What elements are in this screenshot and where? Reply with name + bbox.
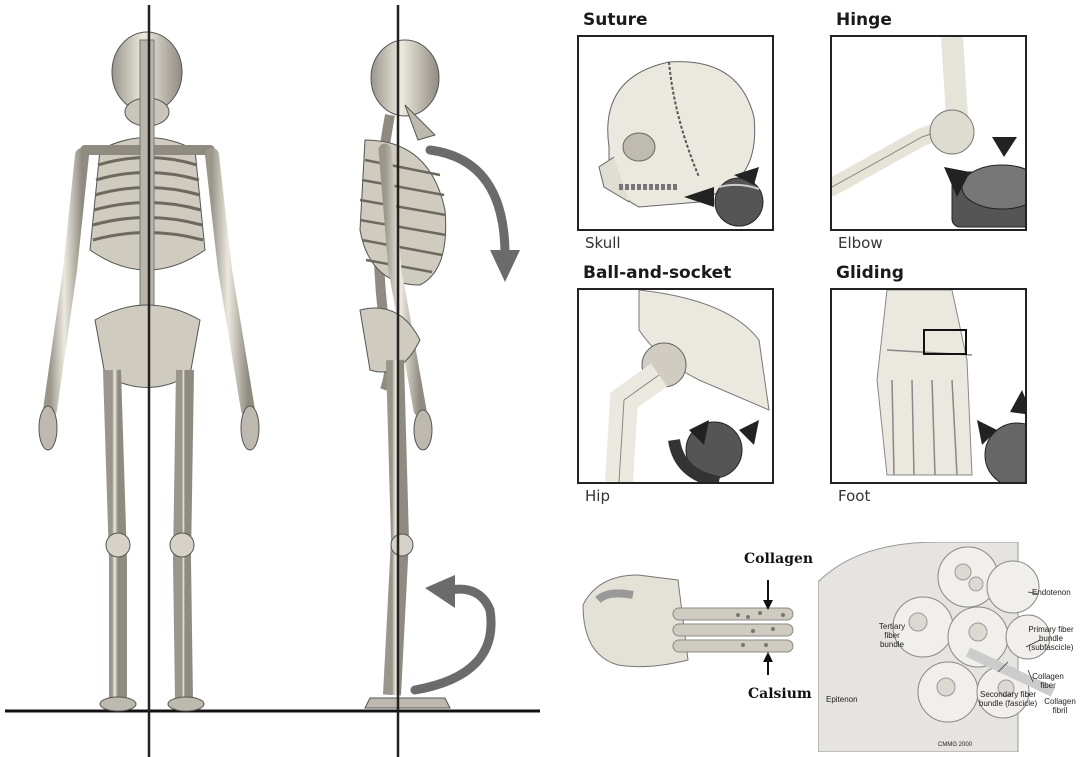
hip-illustration	[579, 290, 772, 482]
foot-illustration	[832, 290, 1027, 482]
joint-title-ball-and-socket: Ball-and-socket	[583, 263, 731, 283]
skull-illustration	[579, 37, 772, 229]
label-endotenon: Endotenon	[1032, 588, 1080, 597]
joint-title-gliding: Gliding	[836, 263, 904, 283]
joint-label-foot: Foot	[838, 487, 870, 505]
side-skeleton	[360, 40, 450, 708]
label-copyright: CMMG 2000	[930, 741, 980, 750]
label-secondary-fiber-bundle: Secondary fiber bundle (fascicle)	[976, 690, 1040, 708]
label-primary-fiber-bundle: Primary fiber bundle (subfascicle)	[1022, 625, 1080, 652]
joint-panel-gliding	[830, 288, 1027, 484]
calsium-label: Calsium	[748, 686, 812, 702]
elbow-illustration	[832, 37, 1027, 229]
bone-composition-diagram	[578, 545, 810, 705]
joint-panel-ball-and-socket	[577, 288, 774, 484]
upper-arrow-head	[490, 250, 520, 282]
joint-panel-suture	[577, 35, 774, 231]
joint-panel-hinge	[830, 35, 1027, 231]
label-collagen-fiber: Collagen fiber	[1026, 672, 1070, 690]
joint-title-hinge: Hinge	[836, 10, 892, 30]
joint-label-hip: Hip	[585, 487, 610, 505]
joint-title-suture: Suture	[583, 10, 648, 30]
joint-label-elbow: Elbow	[838, 234, 883, 252]
label-tertiary-fiber-bundle: Tertiary fiber bundle	[872, 622, 912, 649]
joint-label-skull: Skull	[585, 234, 621, 252]
label-epitenon: Epitenon	[826, 695, 866, 704]
lower-arrow-head	[425, 575, 455, 608]
label-collagen-fibril: Collagen fibril	[1040, 697, 1080, 715]
posture-diagram	[0, 0, 545, 757]
collagen-label: Collagen	[744, 551, 813, 567]
